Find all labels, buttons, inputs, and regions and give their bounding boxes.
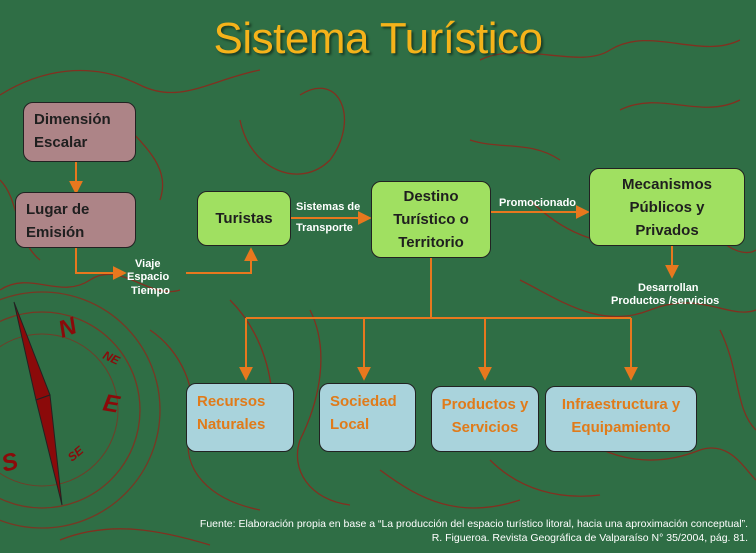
compass-e-label: E [101,389,122,419]
compass-s-label: S [0,448,21,478]
label-sistemas: Sistemas de [296,201,361,213]
label-transporte: Transporte [296,222,353,234]
box-recursos-naturales: Recursos Naturales [186,383,294,452]
compass-rose: N NE E SE S [0,291,161,529]
label-desarrollan: Desarrollan [638,282,699,294]
page-title: Sistema Turístico [213,14,543,63]
box-turistas: Turistas [197,191,291,246]
box-infraestructura: Infraestructura y Equipamiento [545,386,697,452]
source-line-2: R. Figueroa. Revista Geográfica de Valpa… [431,532,748,544]
box-mecanismos: Mecanismos Públicos y Privados [589,168,745,246]
label-espacio: Espacio [127,271,170,283]
label-viaje: Viaje [135,258,161,270]
label-promocionado: Promocionado [499,197,577,209]
compass-needle-south [35,394,63,506]
arrow-viaje-to-turistas [186,247,258,274]
label-tiempo: Tiempo [131,285,170,297]
label-productos-servicios: Productos /servicios [611,295,720,307]
box-sociedad-local: Sociedad Local [319,383,416,452]
box-productos-servicios: Productos y Servicios [431,386,539,452]
source-note: Fuente: Elaboración propia en base a “La… [200,517,748,545]
box-lugar-emision: Lugar de Emisión [15,192,136,248]
source-line-1: Fuente: Elaboración propia en base a “La… [199,518,748,530]
compass-ne-label: NE [101,348,123,368]
box-destino-turistico: Destino Turístico o Territorio [371,181,491,258]
arrow-lugar-to-viaje [75,248,127,280]
box-dimension-escalar: Dimensión Escalar [23,102,136,162]
